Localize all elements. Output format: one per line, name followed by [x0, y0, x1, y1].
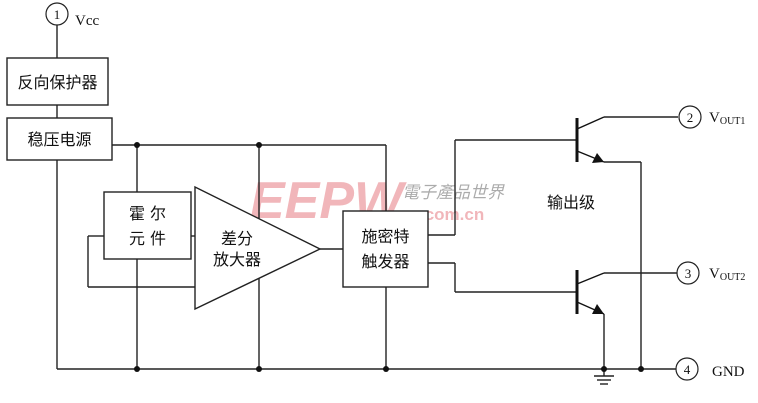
junction-dot: [601, 366, 607, 372]
block-schmitt-trigger: 施密特 触发器: [342, 210, 429, 288]
pin-1-number: 1: [54, 7, 61, 22]
block-diff-amplifier: 差分 放大器: [194, 185, 322, 311]
pin-3-subscript: OUT2: [720, 272, 746, 283]
pin-4-label: GND: [712, 364, 745, 380]
pin-3-label: V: [709, 266, 720, 282]
block-regulator: 稳压电源: [6, 117, 113, 161]
junction-dot: [134, 366, 140, 372]
schmitt-label-line2: 触发器: [361, 252, 409, 271]
watermark-cn: 電子產品世界: [402, 183, 505, 203]
pin-1-vcc: 1 Vcc: [45, 2, 99, 29]
junction-dot: [638, 366, 644, 372]
emitter-arrow: [592, 153, 604, 163]
pin-4-gnd: 4 GND: [675, 357, 745, 381]
hall-label-line2: 元 件: [129, 229, 166, 248]
amp-label-line2: 放大器: [213, 250, 261, 269]
pin-2-label: V: [709, 110, 720, 126]
pin-2-label-group: VOUT1: [709, 110, 745, 127]
junction-dot: [256, 142, 262, 148]
schmitt-label-line1: 施密特: [361, 227, 409, 246]
amp-label-line1: 差分: [221, 229, 253, 248]
block-hall-element: 霍 尔 元 件: [103, 191, 192, 260]
reverse-protect-label: 反向保护器: [17, 73, 97, 92]
hall-label-line1: 霍 尔: [129, 204, 166, 223]
regulator-label: 稳压电源: [27, 130, 91, 149]
pin-2-vout1: 2 VOUT1: [678, 105, 745, 129]
junction-dot: [383, 366, 389, 372]
emitter-arrow: [592, 304, 604, 314]
junctions: [134, 142, 644, 372]
pin-3-number: 3: [685, 266, 692, 281]
pin-2-number: 2: [687, 110, 694, 125]
eepw-watermark: EEPW 電子產品世界 .com.cn: [250, 172, 505, 230]
wires: [56, 25, 678, 385]
pin-3-label-group: VOUT2: [709, 266, 745, 283]
junction-dot: [256, 366, 262, 372]
block-reverse-protect: 反向保护器: [6, 57, 109, 106]
transistor-1: [575, 116, 605, 163]
pin-3-vout2: 3 VOUT2: [676, 261, 745, 285]
watermark-url: .com.cn: [420, 205, 484, 224]
output-stage-label: 输出级: [547, 193, 595, 212]
pin-1-label: Vcc: [75, 13, 99, 29]
transistor-2: [575, 270, 605, 315]
junction-dot: [134, 142, 140, 148]
pin-4-number: 4: [684, 362, 691, 377]
pin-2-subscript: OUT1: [720, 116, 746, 127]
